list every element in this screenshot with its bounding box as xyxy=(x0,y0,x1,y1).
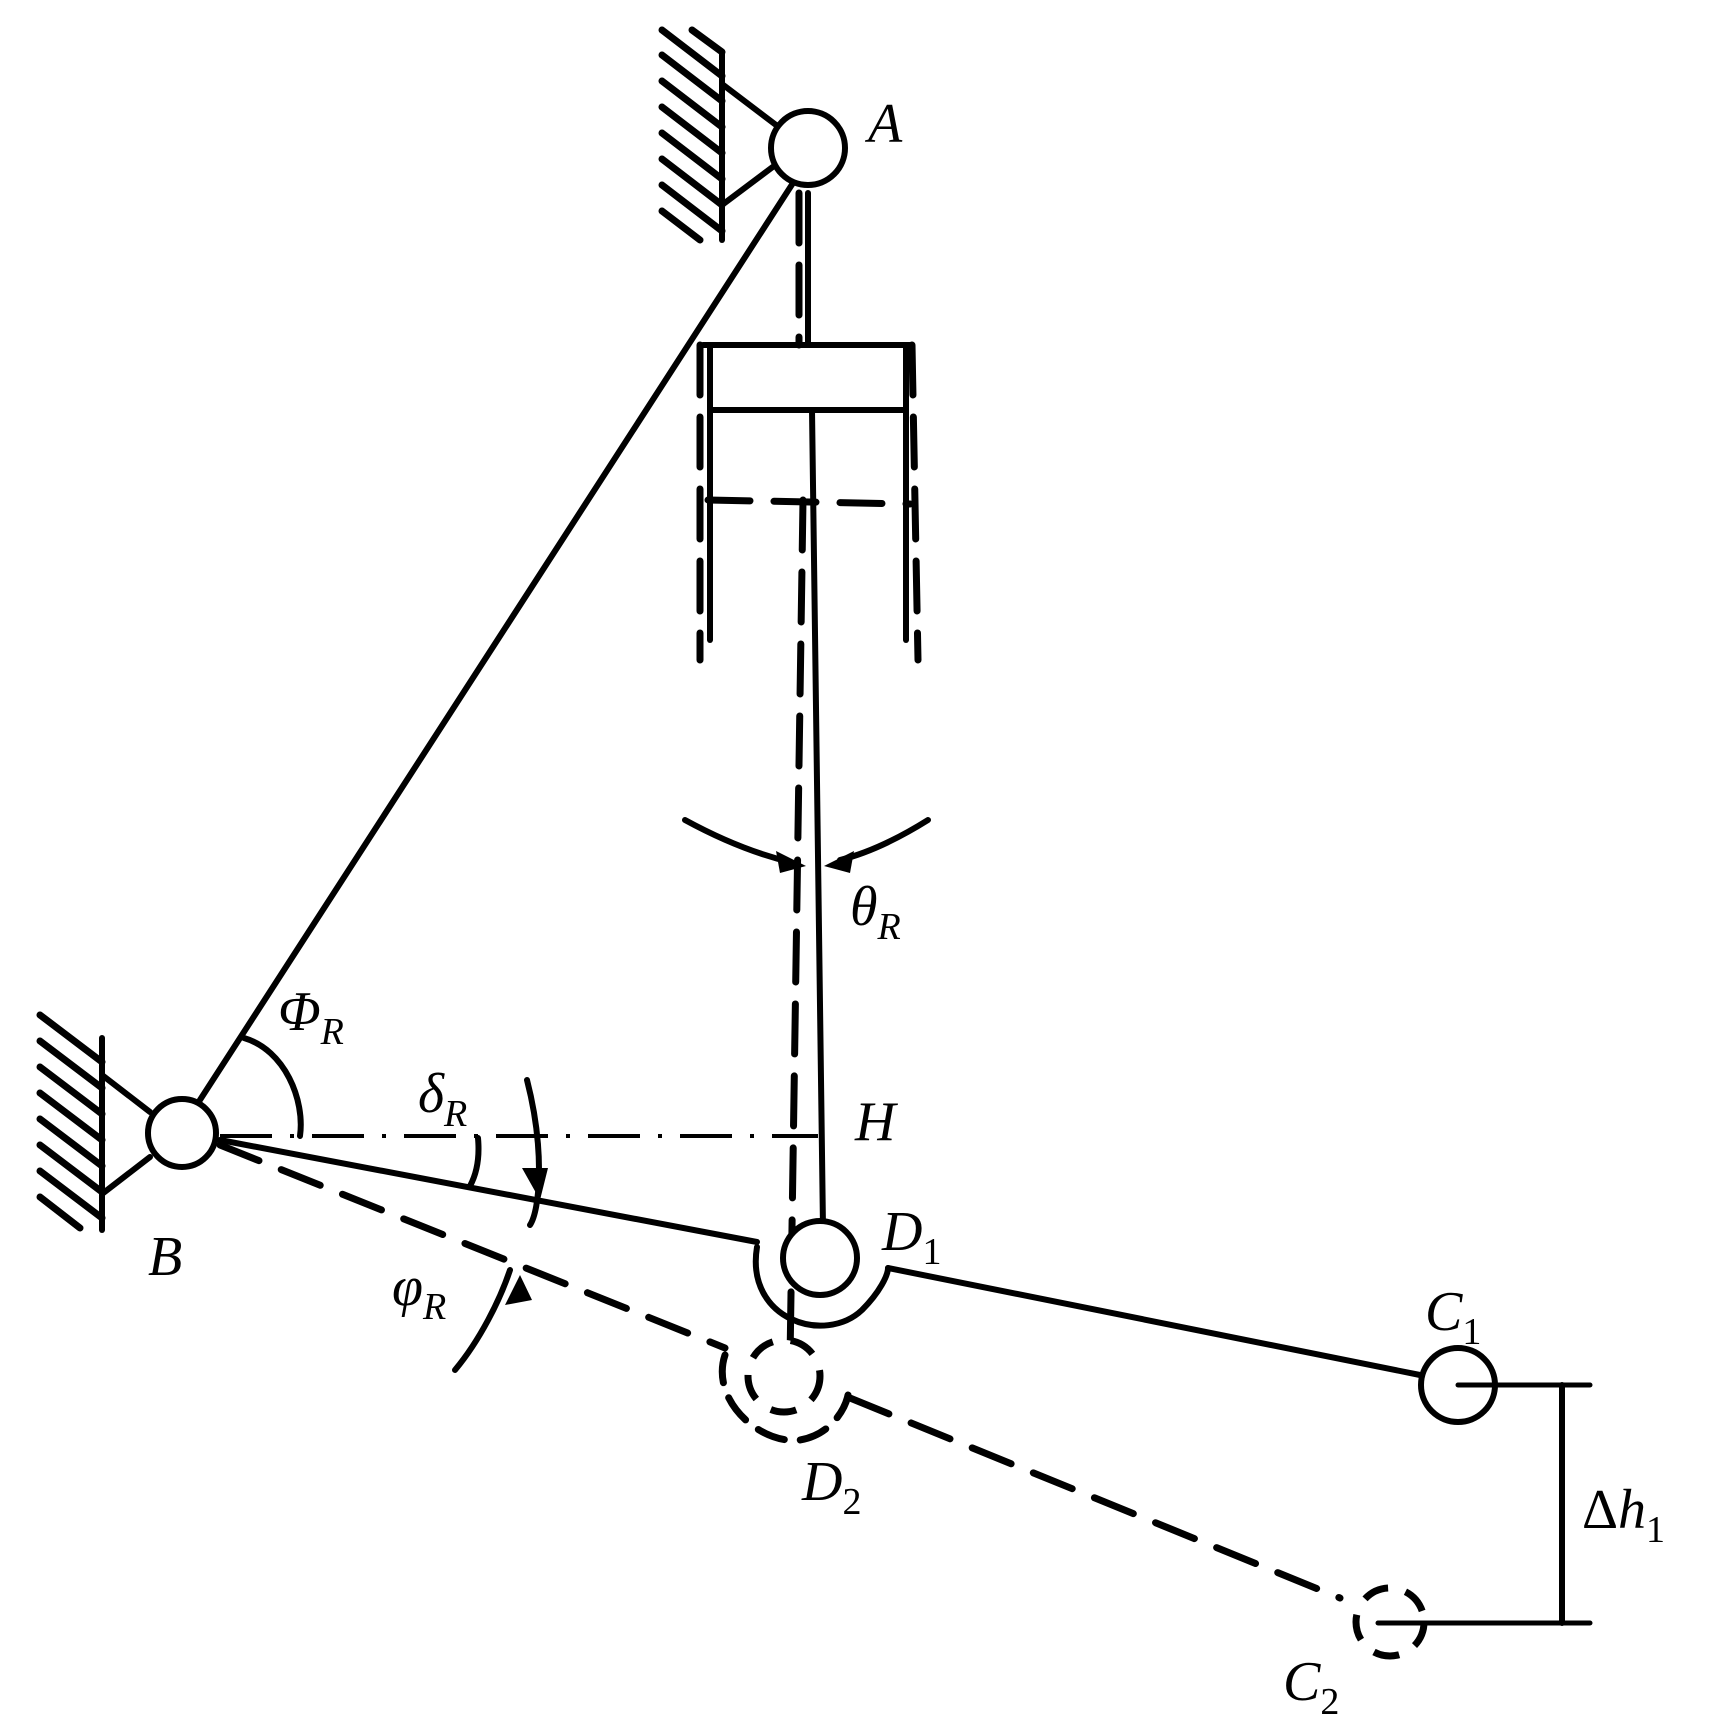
phi-small-arc xyxy=(452,1077,548,1373)
label-c1: C1 xyxy=(1425,1281,1481,1353)
cylinder-dashed xyxy=(696,189,922,1364)
label-dh1: Δh1 xyxy=(1582,1479,1665,1551)
label-phi-big: ΦR xyxy=(278,981,344,1053)
lever-solid xyxy=(217,1137,1423,1378)
label-delta: δR xyxy=(418,1063,467,1135)
label-phi-small: φR xyxy=(392,1256,446,1328)
theta-arc xyxy=(682,817,931,873)
ground-support-a xyxy=(658,26,783,244)
joint-a xyxy=(768,108,848,188)
label-d2: D2 xyxy=(801,1451,861,1523)
joint-b xyxy=(145,1096,219,1170)
label-c2: C2 xyxy=(1283,1651,1339,1723)
joint-d2 xyxy=(744,1336,824,1416)
delta-arc xyxy=(467,1135,482,1189)
label-b: B xyxy=(148,1226,182,1288)
label-d1: D1 xyxy=(881,1201,941,1273)
phi-big-arc xyxy=(241,1035,304,1139)
label-h: H xyxy=(854,1091,898,1153)
ground-support-b xyxy=(36,1011,153,1233)
cylinder-solid xyxy=(700,190,913,1231)
dimension-dh1 xyxy=(1375,1382,1593,1626)
lever-dashed xyxy=(216,1141,1344,1602)
link-ab xyxy=(195,180,796,1106)
label-a: A xyxy=(864,93,903,155)
label-theta: θR xyxy=(850,876,901,948)
joint-d1 xyxy=(780,1218,860,1298)
